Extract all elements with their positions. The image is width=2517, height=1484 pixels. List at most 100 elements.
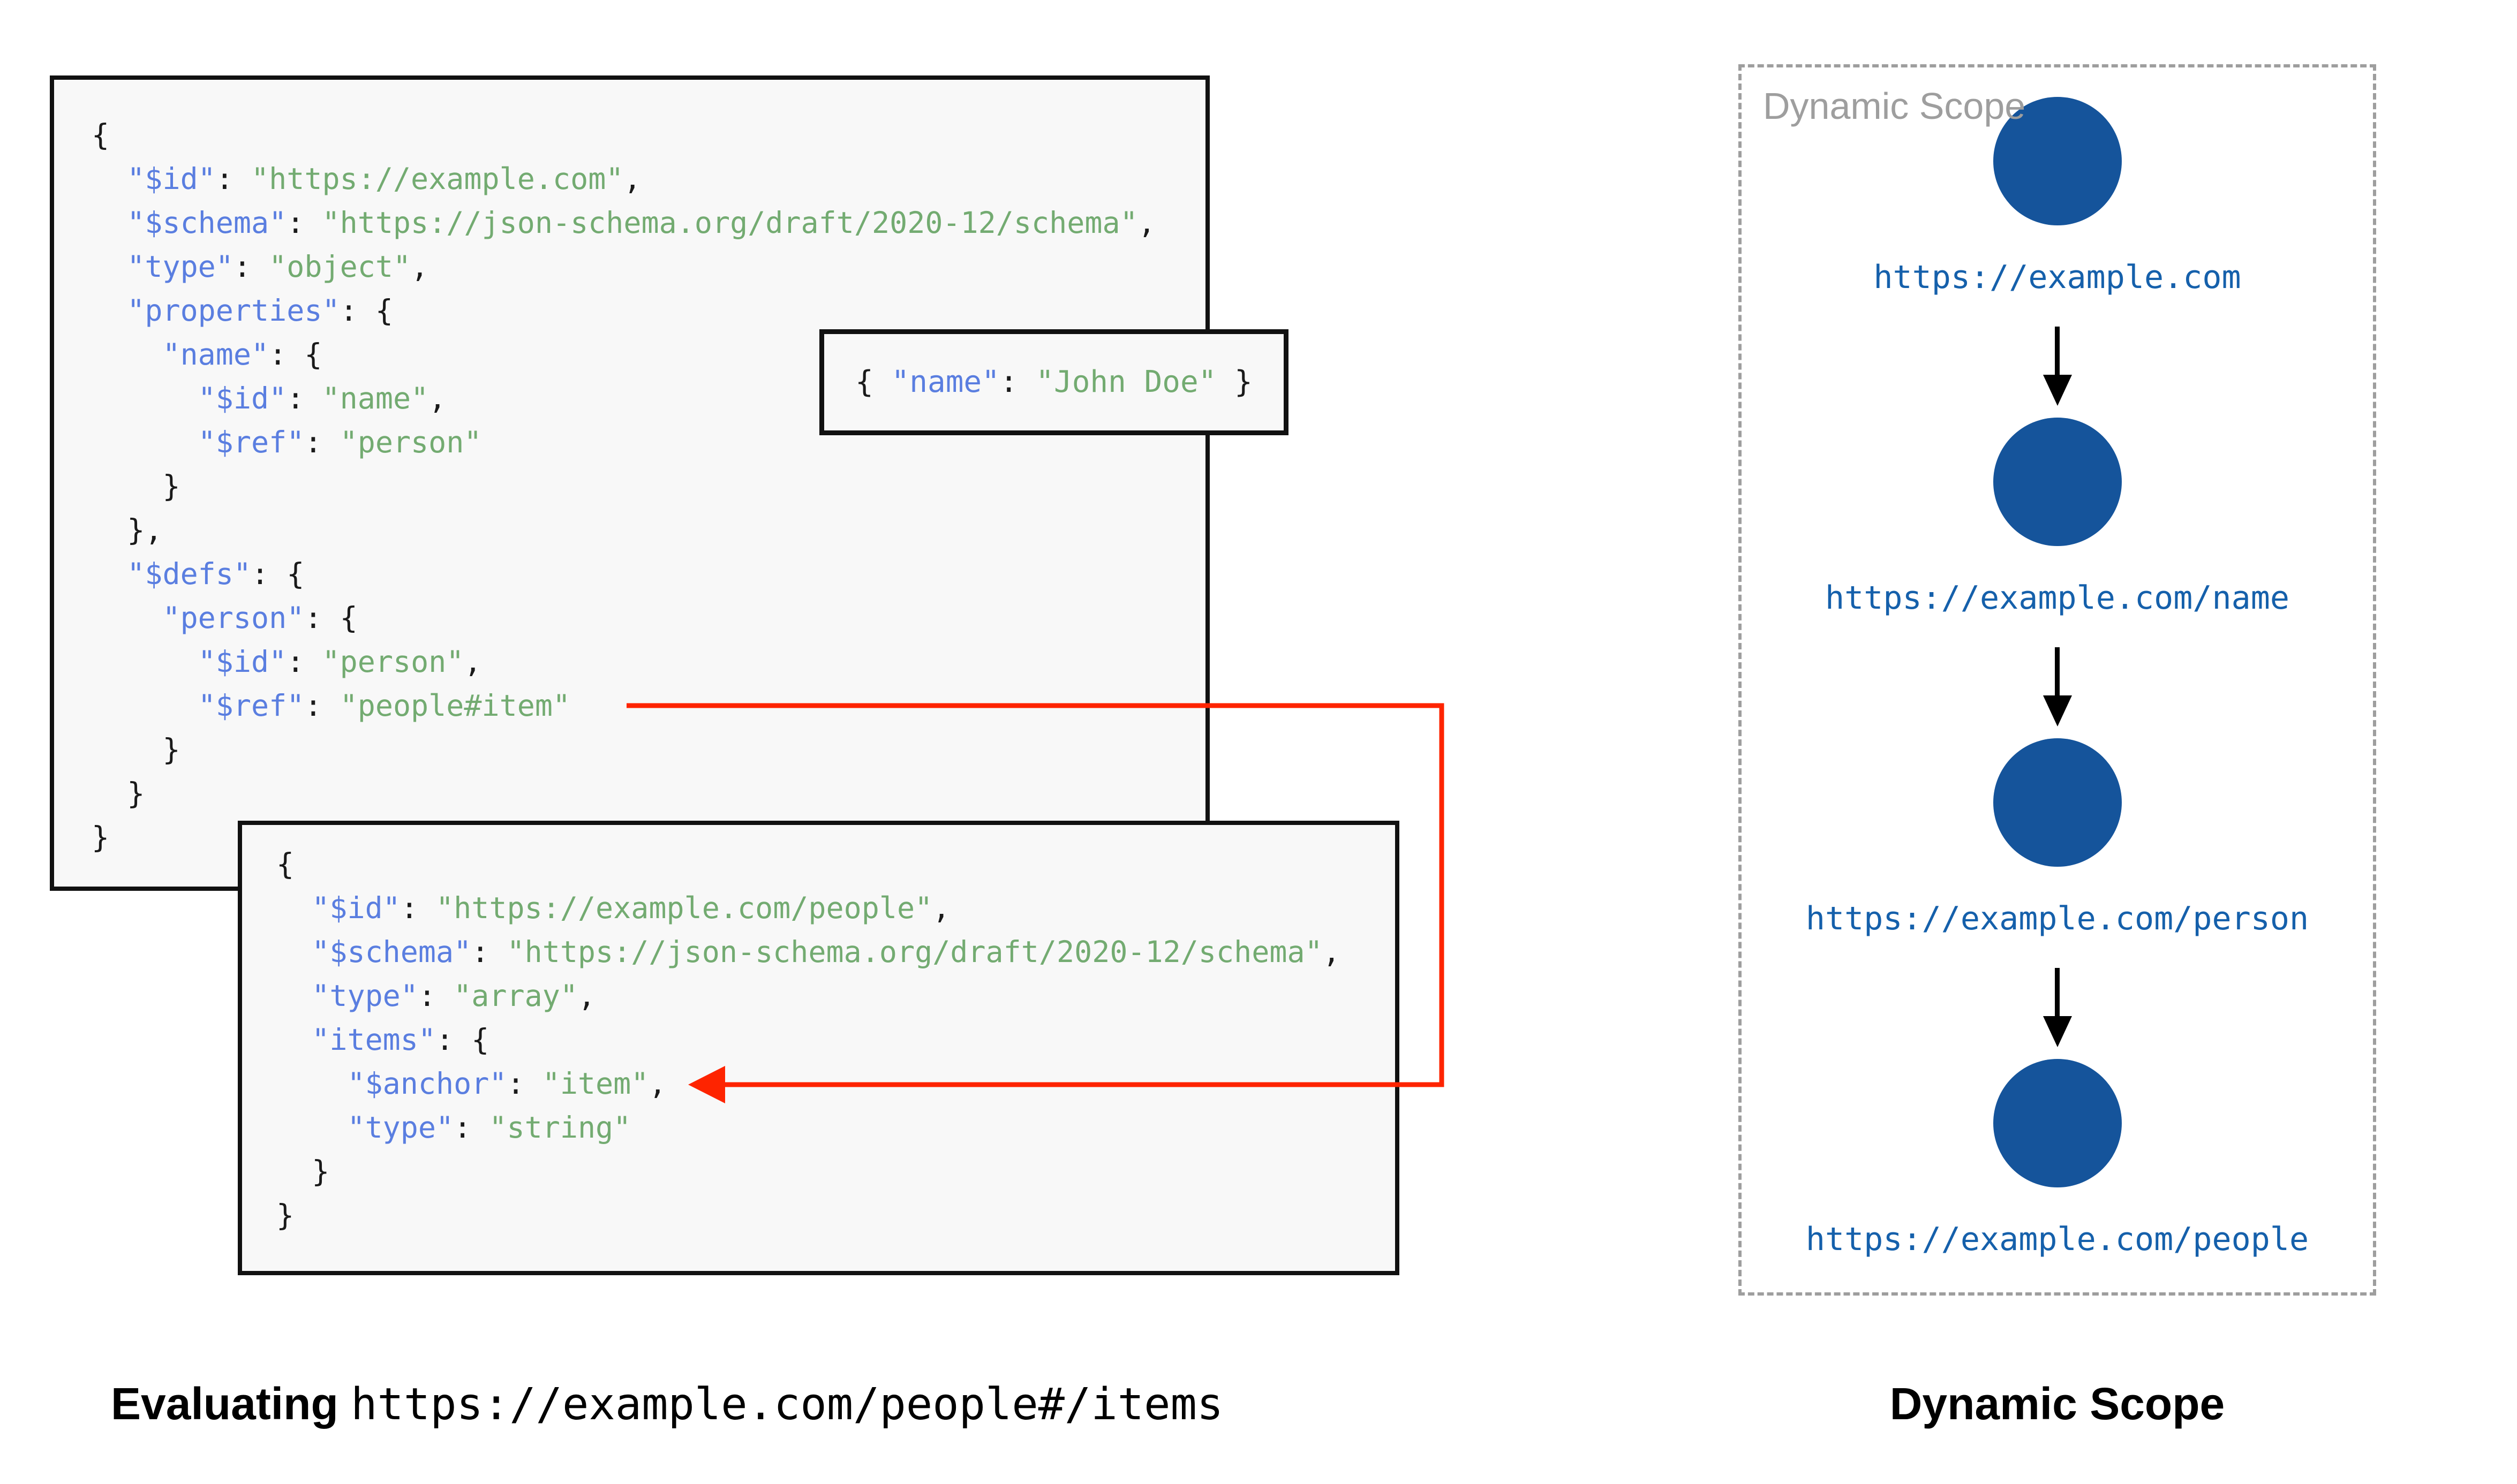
code-key: "$schema" <box>312 935 472 969</box>
code-key: "$id" <box>312 891 401 925</box>
code-punct: , <box>464 645 482 679</box>
scope-node-url: https://example.com/name <box>1825 579 2289 617</box>
code-punct <box>92 381 198 415</box>
code-punct: } <box>92 820 110 854</box>
scope-node-circle <box>1993 418 2122 546</box>
code-punct: { <box>92 118 110 152</box>
code-punct: : <box>287 381 322 415</box>
code-punct <box>92 293 127 328</box>
code-key: "items" <box>312 1023 436 1057</box>
code-punct: : <box>418 979 454 1013</box>
code-punct: : { <box>436 1023 489 1057</box>
code-key: "$anchor" <box>347 1066 507 1101</box>
code-punct: , <box>1322 935 1340 969</box>
code-line: "$id": "name", <box>92 376 1205 420</box>
scope-down-arrow-head <box>2043 695 2072 726</box>
scope-down-arrow-icon <box>2043 327 2072 406</box>
scope-down-arrow-stem <box>2055 968 2060 1016</box>
code-key: "$ref" <box>198 425 305 459</box>
code-string: "https://example.com/people" <box>436 891 933 925</box>
scope-node-url: https://example.com <box>1873 259 2241 296</box>
code-line: "$id": "https://example.com", <box>92 157 1205 201</box>
code-string: "people#item" <box>340 688 571 723</box>
code-string: "array" <box>454 979 578 1013</box>
code-key: "$defs" <box>127 557 252 591</box>
code-punct: , <box>623 162 642 196</box>
code-line: "type": "object", <box>92 245 1205 289</box>
code-key: "type" <box>127 249 233 284</box>
code-punct: : <box>233 249 269 284</box>
code-punct: : <box>454 1110 489 1145</box>
code-line: "type": "string" <box>276 1106 1395 1149</box>
code-line: "items": { <box>276 1018 1395 1062</box>
code-line: { <box>276 842 1395 886</box>
code-key: "$schema" <box>127 206 287 240</box>
code-punct: { <box>855 365 892 399</box>
code-punct <box>276 979 312 1013</box>
code-string: "object" <box>269 249 411 284</box>
code-line: } <box>92 815 1205 859</box>
code-line: "type": "array", <box>276 974 1395 1018</box>
code-line: } <box>276 1149 1395 1193</box>
scope-down-arrow-stem <box>2055 647 2060 695</box>
code-punct: , <box>932 891 951 925</box>
code-punct: : <box>215 162 252 196</box>
code-punct: : <box>471 935 507 969</box>
code-punct: } <box>92 732 180 767</box>
people-schema-code: { "$id": "https://example.com/people", "… <box>242 825 1395 1237</box>
scope-down-arrow-stem <box>2055 327 2060 375</box>
code-line: "$ref": "people#item" <box>92 684 1205 728</box>
code-punct: , <box>411 249 429 284</box>
code-string: "John Doe" <box>1036 365 1217 399</box>
code-string: "name" <box>322 381 429 415</box>
code-punct <box>276 891 312 925</box>
scope-down-arrow-head <box>2043 375 2072 406</box>
code-punct <box>276 1110 347 1145</box>
scope-down-arrow-icon <box>2043 647 2072 726</box>
scope-node-circle <box>1993 97 2122 225</box>
code-punct <box>92 557 127 591</box>
scope-node-url: https://example.com/people <box>1805 1221 2309 1258</box>
code-line: "$id": "person", <box>92 640 1205 684</box>
code-punct: , <box>649 1066 667 1101</box>
code-line: "$anchor": "item", <box>276 1062 1395 1106</box>
code-line: } <box>92 464 1205 508</box>
dynamic-scope-panel: Dynamic Scope https://example.com https:/… <box>1738 64 2376 1296</box>
instance-code: { "name": "John Doe" } <box>855 366 1253 398</box>
code-line: "person": { <box>92 596 1205 640</box>
code-punct: { <box>276 847 295 881</box>
scope-node-circle <box>1993 738 2122 867</box>
code-punct <box>92 688 198 723</box>
code-line: } <box>92 728 1205 771</box>
code-line: }, <box>92 508 1205 552</box>
scope-node-url: https://example.com/person <box>1805 900 2309 937</box>
code-string: "https://json-schema.org/draft/2020-12/s… <box>322 206 1138 240</box>
code-punct <box>276 1066 347 1101</box>
code-punct: } <box>92 469 180 503</box>
code-punct: }, <box>92 513 163 547</box>
code-punct: : <box>304 688 340 723</box>
code-punct <box>276 1023 312 1057</box>
code-key: "type" <box>312 979 418 1013</box>
code-key: "$ref" <box>198 688 305 723</box>
code-line: { <box>92 113 1205 157</box>
code-punct: , <box>428 381 447 415</box>
evaluating-caption-uri: https://example.com/people#/items <box>351 1379 1224 1430</box>
code-punct: } <box>276 1198 295 1232</box>
code-punct <box>276 935 312 969</box>
code-punct: } <box>92 776 145 811</box>
scope-down-arrow-icon <box>2043 968 2072 1047</box>
code-key: "person" <box>162 601 305 635</box>
people-schema-box: { "$id": "https://example.com/people", "… <box>238 821 1399 1275</box>
code-punct <box>92 206 127 240</box>
code-punct <box>92 162 127 196</box>
code-punct: : <box>507 1066 542 1101</box>
dynamic-scope-panel-title: Dynamic Scope <box>1763 85 2026 127</box>
code-punct: : { <box>269 337 322 372</box>
code-line: } <box>92 771 1205 815</box>
code-string: "https://example.com" <box>251 162 624 196</box>
code-key: "type" <box>347 1110 454 1145</box>
code-string: "person" <box>322 645 464 679</box>
root-schema-code: { "$id": "https://example.com", "$schema… <box>54 80 1205 859</box>
